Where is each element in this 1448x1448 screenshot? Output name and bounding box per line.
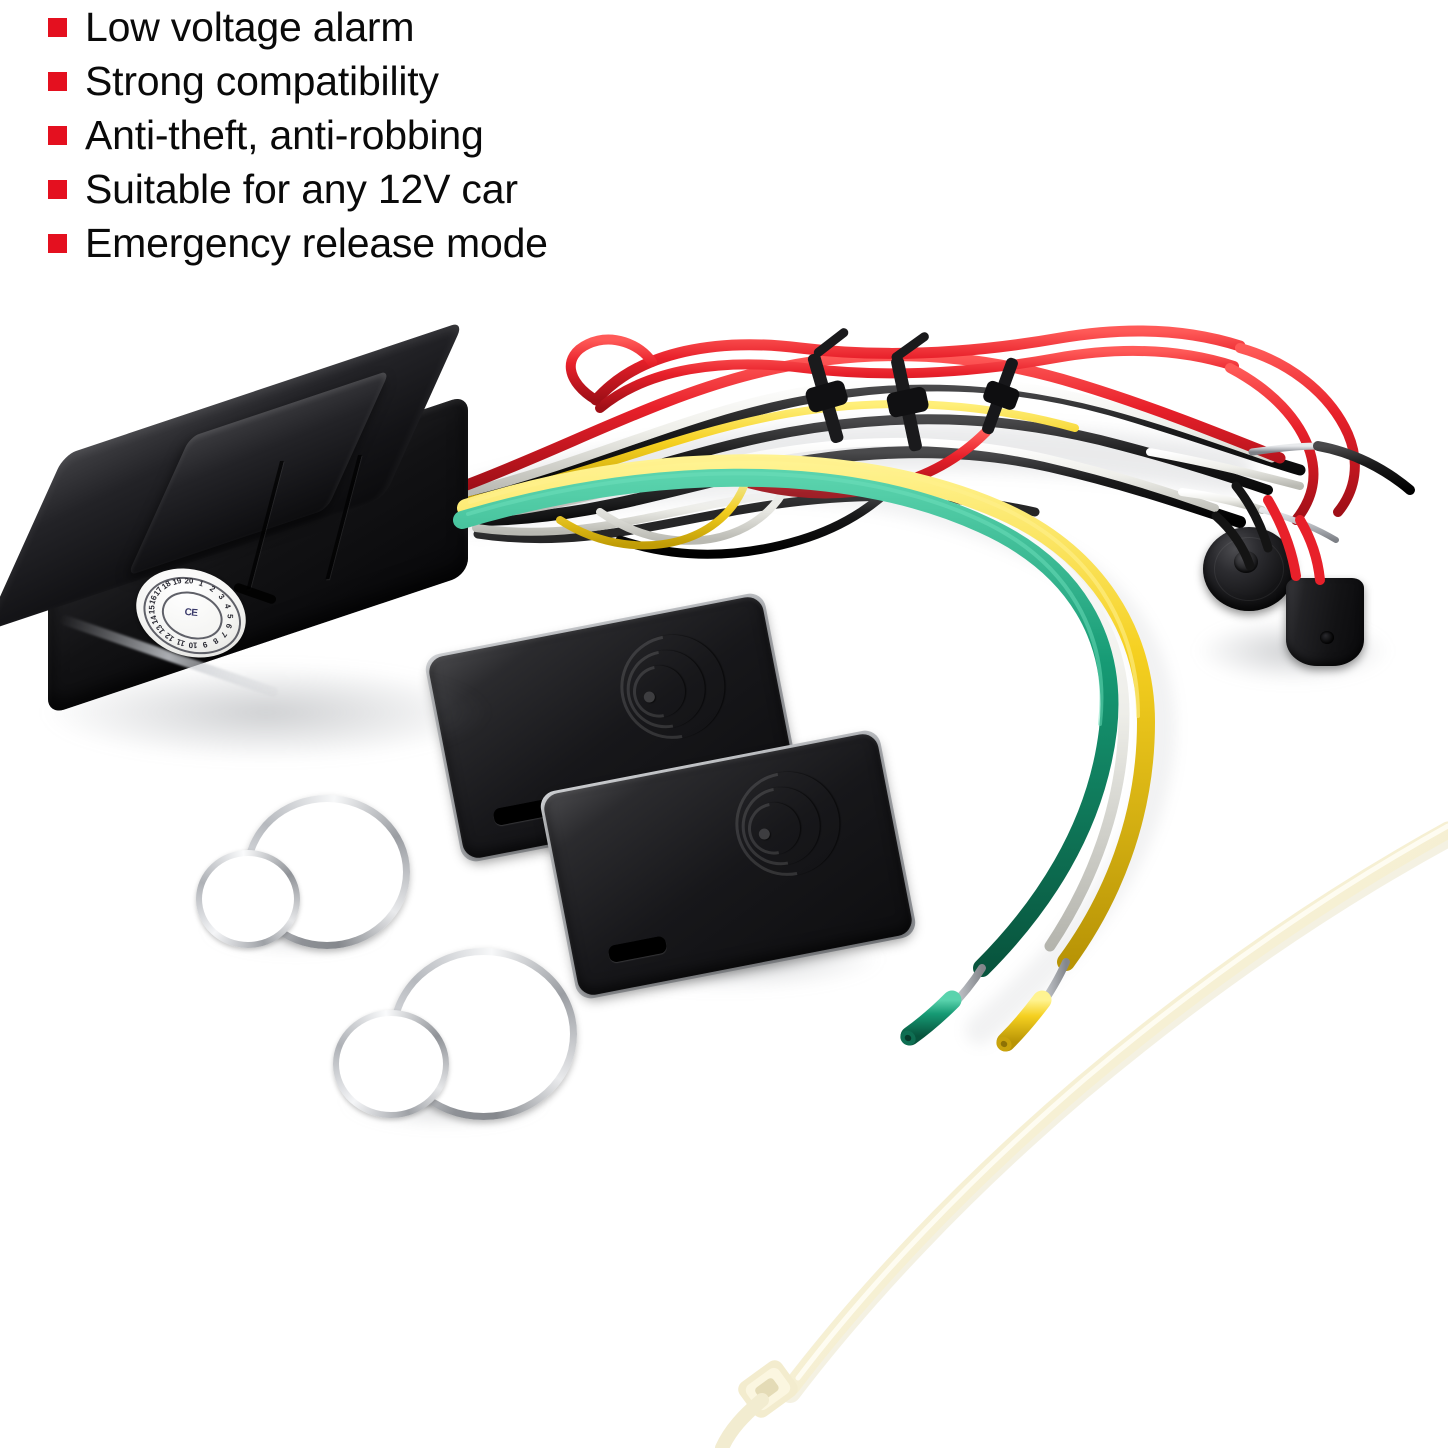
bullet-square-icon [48, 126, 67, 145]
bullet-square-icon [48, 18, 67, 37]
feature-item: Emergency release mode [0, 216, 760, 270]
feature-label: Anti-theft, anti-robbing [85, 112, 484, 158]
feature-label: Strong compatibility [85, 58, 439, 104]
buzzer-groove [1214, 537, 1284, 601]
feature-label: Low voltage alarm [85, 4, 415, 50]
bullet-square-icon [48, 180, 67, 199]
feature-label: Emergency release mode [85, 220, 548, 266]
bullet-square-icon [48, 234, 67, 253]
bullet-square-icon [48, 72, 67, 91]
feature-item: Low voltage alarm [0, 0, 760, 54]
feature-item: Suitable for any 12V car [0, 162, 760, 216]
feature-item: Strong compatibility [0, 54, 760, 108]
key-ring-2 [333, 948, 570, 1118]
feature-label: Suitable for any 12V car [85, 166, 518, 212]
feature-list: Low voltage alarm Strong compatibility A… [0, 0, 760, 270]
round-siren-buzzer [1203, 527, 1295, 611]
feature-item: Anti-theft, anti-robbing [0, 108, 760, 162]
key-ring-small-loop [196, 850, 300, 948]
cylindrical-buzzer [1286, 578, 1364, 666]
key-ring-small-loop [333, 1010, 449, 1118]
key-ring-1 [196, 795, 403, 943]
